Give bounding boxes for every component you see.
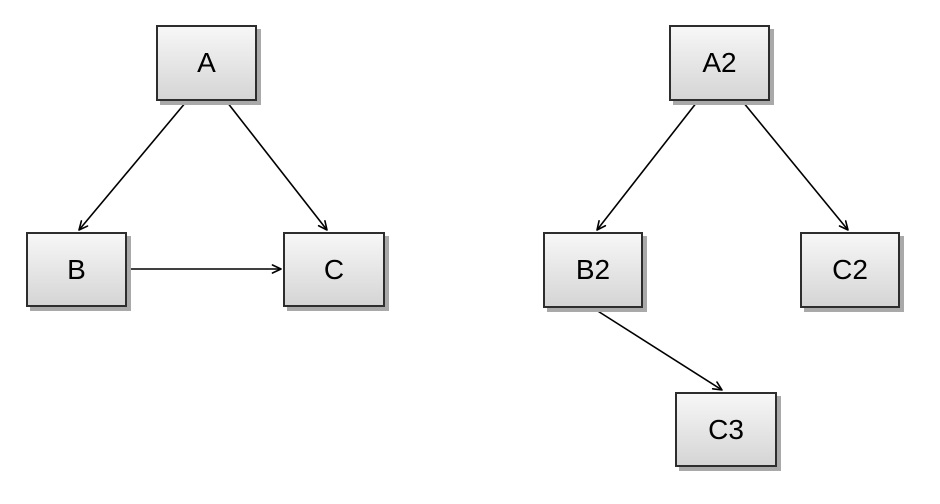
node-label: C2 (832, 254, 868, 285)
edge-A2-B2 (596, 101, 698, 231)
node-B2: B2 (543, 232, 643, 308)
node-label: A (197, 47, 216, 78)
node-label: B2 (575, 254, 611, 285)
node-label: A2 (702, 47, 737, 78)
node-A2: A2 (669, 25, 770, 101)
node-C2: C2 (800, 232, 900, 308)
node-B: B (26, 232, 127, 307)
node-label: B (67, 253, 86, 285)
edge-A2-C2 (742, 101, 849, 231)
edge-B2-C3 (592, 307, 723, 391)
node-C3: C3 (675, 392, 777, 467)
node-label: C3 (708, 413, 744, 445)
node-A: A (156, 25, 257, 101)
edge-A-B (78, 101, 187, 231)
node-label: C (323, 253, 345, 285)
node-C: C (283, 232, 385, 307)
edge-A-C (226, 101, 328, 231)
